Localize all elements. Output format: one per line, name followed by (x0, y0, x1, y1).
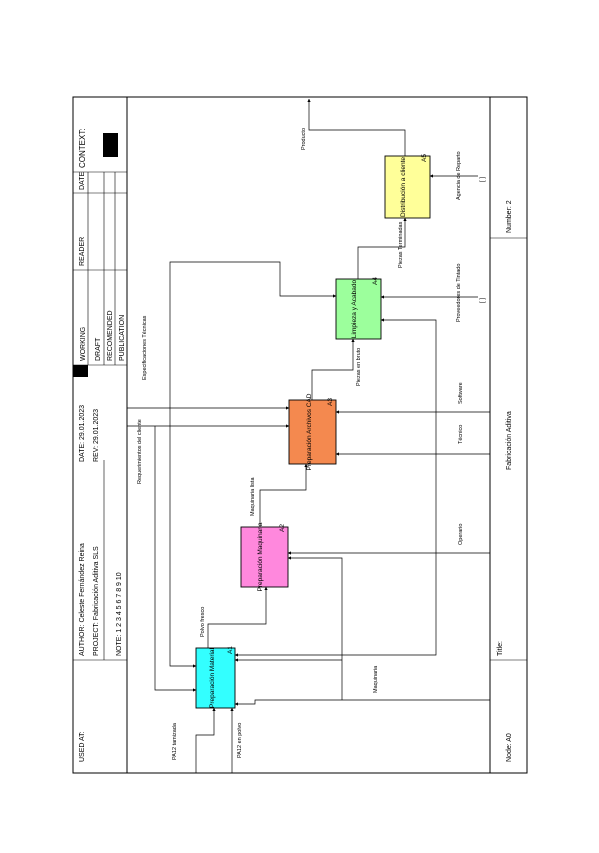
activity-a3-code: A3 (327, 398, 334, 406)
arrow-operario-to-a1 (234, 553, 437, 657)
label-operario: Operario (458, 524, 464, 545)
activity-a5-code: A5 (421, 154, 428, 162)
arrow-spec-to-a1 (169, 408, 197, 668)
label-pa12-tamizada: PA12 tamizada (172, 722, 178, 760)
arrow-producto (307, 98, 406, 156)
recommended-label: RECOMENDED (107, 310, 114, 361)
activity-a4[interactable]: Limpieza y Acabado A4 (335, 277, 382, 340)
arrow-polvo-fresco (207, 586, 268, 648)
activity-a5-name: Distribución a cliente (400, 157, 407, 217)
label-agencia: Agencia de Reparto (456, 151, 462, 200)
label-software: Software (458, 382, 464, 404)
reader-label: READER (79, 237, 86, 266)
label-polvo-fresco: Polvo fresco (200, 607, 206, 637)
arrows (127, 98, 490, 773)
draft-label: DRAFT (95, 337, 102, 361)
arrow-maquinaria-lista (259, 463, 308, 527)
tunnel-proveedores: [ ] (480, 298, 486, 303)
number-text: Number: 2 (506, 200, 513, 233)
arrow-maquinaria-to-a2 (287, 556, 343, 700)
arrow-piezas-terminadas (357, 217, 407, 279)
label-proveedores: Proveedores de Tintado (456, 264, 462, 322)
header-frame (72, 96, 528, 774)
activity-a2-code: A2 (279, 524, 286, 532)
label-maquinaria-lista: Maquinaria lista (250, 477, 256, 516)
arrow-piezas-bruto (311, 338, 355, 400)
working-status-box (73, 365, 88, 377)
activity-a2[interactable]: Preparación Maquinaria A2 (240, 522, 289, 592)
label-pa12-polvo: PA12 en polvo (237, 723, 243, 758)
label-maquinaria: Maquinaria (373, 665, 379, 693)
arrow-pa12-tamizada (195, 707, 216, 773)
diagram-title: Fabricación Aditiva (506, 411, 513, 470)
date-text: DATE: 29.01.2023 (79, 405, 86, 462)
node-text: Node: A0 (506, 733, 513, 762)
date-column-label: DATE (79, 172, 86, 190)
activity-a1-name: Preparación Material (209, 647, 216, 708)
tunnel-agencia: [ ] (480, 177, 486, 182)
context-box (103, 133, 118, 157)
rev-text: REV: 29.01.2023 (93, 409, 100, 462)
publication-label: PUBLICATION (119, 315, 126, 361)
activity-a3-name: Preparación Archivos CAD (306, 393, 313, 470)
activity-a4-name: Limpieza y Acabado (351, 280, 358, 339)
context-label: CONTEXT: (78, 128, 87, 168)
arrow-operario-to-a4 (380, 318, 437, 553)
activity-a1-code: A1 (227, 646, 234, 654)
label-requerimientos: Requerimientos del cliente (137, 419, 143, 484)
arrow-maquinaria (234, 699, 490, 706)
label-producto: Producto (301, 128, 307, 150)
label-especificaciones: Especificaciones Técnicas (142, 315, 148, 380)
project-text: PROJECT: Fabricación Aditiva SLS (93, 546, 100, 656)
arrow-spec-to-a4 (169, 261, 337, 408)
used-at-label: USED AT: (79, 731, 86, 762)
activity-a1[interactable]: Preparación Material A1 (195, 646, 236, 709)
notes-text: NOTE: 1 2 3 4 5 6 7 8 9 10 (116, 572, 123, 656)
arrow-req-to-a1 (154, 426, 197, 692)
activity-a4-code: A4 (372, 277, 379, 285)
label-tecnico: Técnico (458, 425, 464, 444)
label-piezas-terminadas: Piezas Terminadas (398, 221, 404, 268)
activity-a2-name: Preparación Maquinaria (257, 522, 264, 591)
author-text: AUTHOR: Celeste Fernández Reina (79, 543, 86, 656)
label-piezas-bruto: Piezas en bruto (356, 348, 362, 386)
activity-a5[interactable]: Distribución a cliente A5 (384, 154, 431, 219)
title-label: Title: (497, 641, 504, 656)
activity-a3[interactable]: Preparación Archivos CAD A3 (288, 393, 337, 470)
working-label: WORKING (80, 327, 87, 361)
